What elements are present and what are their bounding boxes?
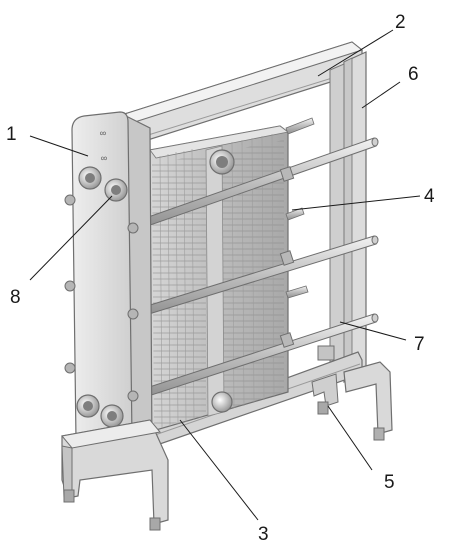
callout-labels: 1 2 3 4 5 6 7 8 [6, 12, 435, 543]
marking-top: ∞ [100, 128, 106, 138]
callout-4: 4 [424, 186, 435, 207]
callout-2: 2 [395, 12, 406, 33]
marking-upper: ∞ [101, 153, 107, 163]
tightening-bolts [133, 117, 379, 401]
port-connections [76, 166, 128, 428]
pressure-plate: ∞ ∞ 8 [64, 111, 153, 453]
front-stand [61, 419, 169, 531]
callout-1: 1 [6, 124, 17, 145]
callout-3: 3 [258, 524, 269, 543]
callout-7: 7 [414, 334, 425, 355]
callout-6: 6 [408, 64, 419, 85]
callout-8: 8 [10, 287, 21, 308]
leader-lines [29, 29, 421, 521]
callout-5: 5 [384, 472, 395, 493]
